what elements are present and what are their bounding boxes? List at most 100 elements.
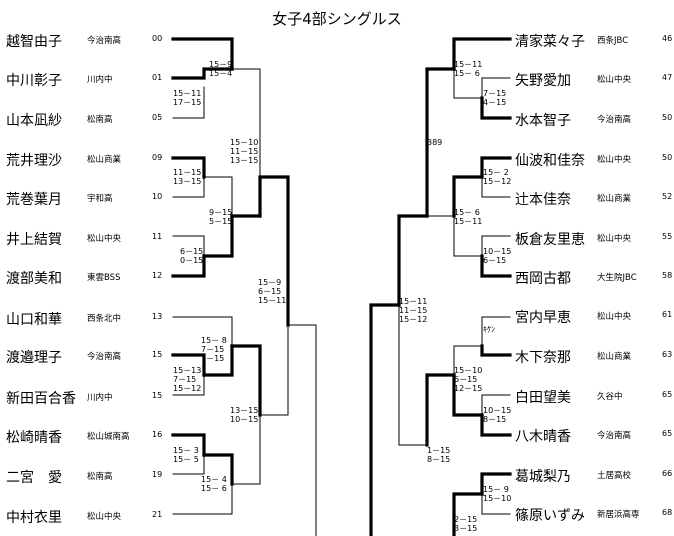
player-name: 辻本佳奈 xyxy=(515,192,571,208)
player-school: 松山商業 xyxy=(597,352,632,362)
bracket-line xyxy=(453,68,483,99)
player-seed: 65 xyxy=(662,429,673,438)
player-seed: 00 xyxy=(152,34,163,43)
bracket-line xyxy=(480,254,512,278)
player-school: 西条JBC xyxy=(597,36,629,46)
bracket-line xyxy=(171,254,206,278)
bracket-line xyxy=(230,344,262,417)
bracket-line xyxy=(171,433,206,457)
player-school: 今治南高 xyxy=(87,352,122,362)
player-school: 大生院JBC xyxy=(597,273,637,283)
bracket-line xyxy=(398,304,428,446)
player-seed: 01 xyxy=(152,73,163,82)
bracket-line xyxy=(425,373,456,447)
bracket-line xyxy=(481,176,511,198)
player-name: 白田望美 xyxy=(515,390,571,406)
bracket-line xyxy=(172,374,205,396)
player-school: 西条北中 xyxy=(87,314,122,324)
bracket-line xyxy=(171,37,234,71)
player-seed: 21 xyxy=(152,510,163,519)
player-seed: 66 xyxy=(662,469,673,478)
player-seed: 19 xyxy=(152,470,163,479)
player-school: 松山中央 xyxy=(87,512,122,522)
player-name: 矢野愛加 xyxy=(515,73,571,89)
player-seed: 10 xyxy=(152,192,163,201)
player-name: 清家菜々子 xyxy=(515,34,585,50)
bracket-line xyxy=(453,215,483,257)
player-school: 松山中央 xyxy=(597,312,632,322)
player-school: 今治南高 xyxy=(87,36,122,46)
player-seed: 50 xyxy=(662,113,673,122)
bracket-line xyxy=(480,344,512,357)
player-seed: 09 xyxy=(152,153,163,162)
player-school: 今治南高 xyxy=(597,431,632,441)
player-name: 仙波和佳奈 xyxy=(515,153,585,169)
bracket-line xyxy=(171,353,206,377)
player-name: 井上結賀 xyxy=(6,232,62,248)
player-name: 木下奈那 xyxy=(515,350,571,366)
page-title: 女子4部シングルス xyxy=(272,10,402,28)
match-score: 389 xyxy=(427,138,443,147)
player-name: 渡邉理子 xyxy=(6,350,62,366)
player-seed: 61 xyxy=(662,310,673,319)
match-score: ｷｹﾝ xyxy=(483,325,495,334)
player-seed: 50 xyxy=(662,153,673,162)
player-school: 今治南高 xyxy=(597,115,632,125)
bracket-line xyxy=(480,96,512,120)
player-school: 松山商業 xyxy=(87,155,122,165)
player-name: 松崎晴香 xyxy=(6,430,62,446)
player-seed: 52 xyxy=(662,192,673,201)
player-seed: 68 xyxy=(662,508,673,517)
player-seed: 13 xyxy=(152,312,163,321)
player-school: 東雲BSS xyxy=(87,273,121,283)
bracket-line xyxy=(481,394,511,416)
bracket-line xyxy=(231,68,261,217)
bracket-line xyxy=(287,324,317,536)
player-school: 松山城南高 xyxy=(87,432,130,442)
bracket-line xyxy=(481,316,511,347)
player-school: 松山中央 xyxy=(597,75,632,85)
player-name: 越智由子 xyxy=(6,34,62,50)
bracket-line xyxy=(171,156,206,179)
bracket-line xyxy=(202,214,234,258)
bracket-line xyxy=(203,176,233,217)
player-name: 西岡古都 xyxy=(515,271,571,287)
player-school: 松南高 xyxy=(87,115,113,125)
player-seed: 16 xyxy=(152,430,163,439)
player-name: 中川彰子 xyxy=(6,73,62,89)
player-name: 宮内早恵 xyxy=(515,310,571,326)
player-school: 松山中央 xyxy=(87,234,122,244)
player-seed: 47 xyxy=(662,73,673,82)
player-school: 松山中央 xyxy=(597,155,632,165)
bracket-line xyxy=(453,345,483,376)
player-seed: 58 xyxy=(662,271,673,280)
player-school: 久谷中 xyxy=(597,392,623,402)
bracket-line xyxy=(480,156,512,179)
player-seed: 65 xyxy=(662,390,673,399)
player-seed: 15 xyxy=(152,391,163,400)
player-seed: 46 xyxy=(662,34,673,43)
bracket-line xyxy=(481,77,511,99)
bracket-line xyxy=(172,176,205,198)
player-name: 水本智子 xyxy=(515,113,571,129)
bracket-line xyxy=(172,86,205,119)
bracket-line xyxy=(452,373,484,417)
bracket-line xyxy=(172,316,233,347)
